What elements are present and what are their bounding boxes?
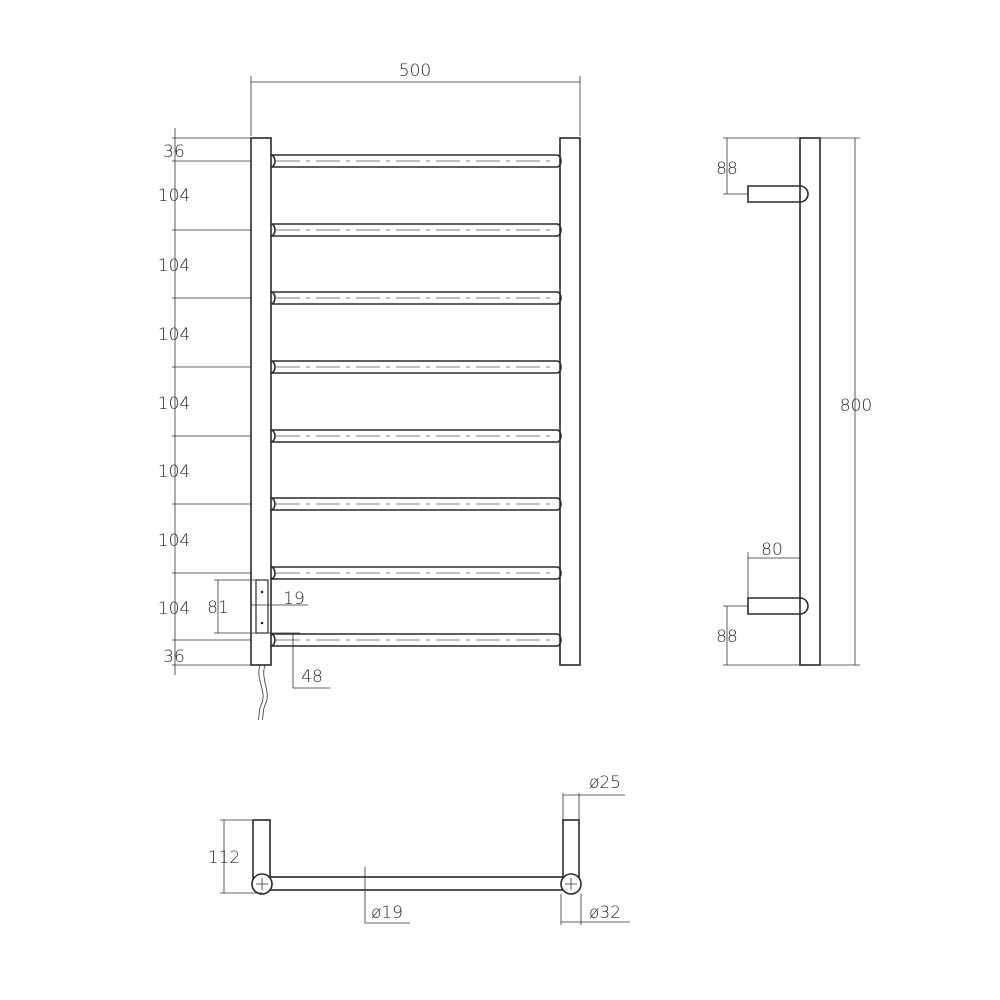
box-dimension-lines [214, 579, 330, 689]
bottom-bracket-dimension [723, 605, 800, 666]
spacing-label: 104 [158, 394, 190, 414]
rung [270, 154, 562, 168]
rung [270, 429, 562, 443]
heater-box [255, 579, 269, 634]
rung [270, 566, 562, 580]
side-post [799, 137, 821, 666]
screw [260, 621, 264, 625]
box-depth-label: 19 [283, 589, 305, 609]
bracket-depth-dimension [747, 552, 800, 598]
top-view: 112 ø25 ø19 ø32 [208, 773, 630, 925]
rung [270, 223, 562, 237]
rung [270, 291, 562, 305]
box-offset-label: 48 [301, 667, 323, 687]
bracket-depth-label: 80 [761, 540, 783, 560]
bottom-bracket [747, 597, 809, 615]
top-offset-label: 36 [163, 142, 185, 162]
bar-diameter-dimension [364, 867, 410, 924]
depth-label: 112 [208, 848, 240, 868]
dimension-chain [172, 128, 251, 675]
front-view: 500 36 104 104 104 104 104 104 104 36 81… [158, 61, 581, 721]
rung [270, 497, 562, 511]
post-diameter-dimension [562, 793, 625, 820]
bar-diameter-label: ø19 [371, 903, 403, 923]
spacing-label: 104 [158, 186, 190, 206]
spacing-dimensions [172, 128, 251, 675]
power-cable [257, 664, 268, 721]
box-height-label: 81 [207, 598, 229, 618]
spacing-label: 104 [158, 325, 190, 345]
top-bracket-dimension [723, 137, 800, 195]
joint-diameter-dimension [560, 894, 630, 925]
right-post [559, 137, 581, 666]
spacing-label: 104 [158, 256, 190, 276]
width-label: 500 [399, 61, 431, 81]
joint-diameter-label: ø32 [589, 903, 621, 923]
screw [260, 590, 264, 594]
rung [270, 360, 562, 374]
width-dimension-line [250, 76, 581, 136]
spacing-label: 104 [158, 462, 190, 482]
height-dimension [820, 137, 860, 666]
bar-top [261, 876, 572, 891]
spacing-label: 104 [158, 531, 190, 551]
bottom-offset-label: 36 [163, 647, 185, 667]
bottom-bracket-label: 88 [716, 627, 738, 647]
rungs [270, 154, 562, 647]
side-view: 88 800 80 88 [716, 137, 872, 666]
spacing-label: 104 [158, 599, 190, 619]
top-bracket [747, 185, 809, 203]
depth-dimension [220, 819, 262, 894]
post-diameter-label: ø25 [589, 773, 621, 793]
left-post [250, 137, 272, 666]
top-bracket-label: 88 [716, 159, 738, 179]
rung [270, 633, 562, 647]
joint-centers [256, 878, 577, 890]
height-label: 800 [840, 396, 872, 416]
